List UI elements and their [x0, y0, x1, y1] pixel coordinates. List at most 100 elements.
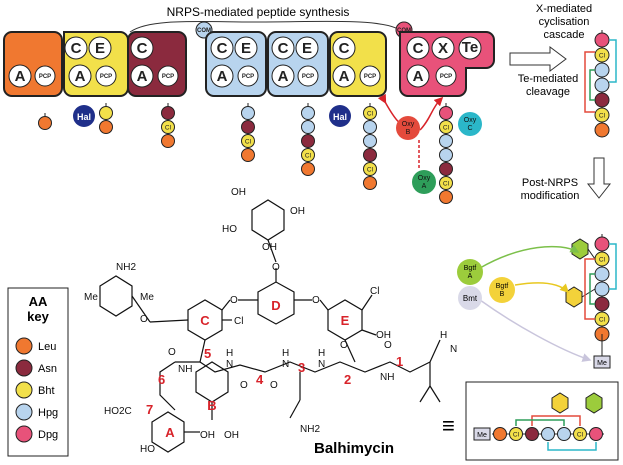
- residue-number-1: 1: [396, 354, 403, 369]
- svg-text:Cl: Cl: [305, 152, 312, 159]
- atom-label: NH2: [116, 262, 136, 273]
- aa-key-item: Leu: [15, 337, 56, 355]
- domain-e-label: E: [241, 40, 251, 57]
- equivalence-symbol: ≡: [442, 413, 455, 438]
- pcp-label: PCP: [242, 74, 254, 80]
- pcp-label: PCP: [364, 74, 376, 80]
- residue-bead: Cl: [161, 120, 175, 134]
- aa-key-item: Bht: [15, 381, 55, 399]
- residue-bead: [594, 266, 610, 282]
- atom-label: H: [440, 330, 447, 341]
- domain-a-label: A: [278, 68, 289, 85]
- svg-text:Cl: Cl: [577, 431, 584, 438]
- residue-number-2: 2: [344, 372, 351, 387]
- pcp-label: PCP: [440, 74, 452, 80]
- domain-e-label: E: [302, 40, 312, 57]
- aa-key-item: Dpg: [15, 425, 58, 443]
- schematic-bead: [589, 427, 603, 441]
- svg-text:Cl: Cl: [165, 124, 172, 131]
- residue-number-3: 3: [298, 360, 305, 375]
- residue-bead: [594, 236, 610, 252]
- atom-label: H: [282, 348, 289, 359]
- domain-c-label: C: [71, 40, 82, 57]
- residue-bead: [301, 120, 315, 134]
- residue-bead: [594, 32, 610, 48]
- residue-bead: [301, 134, 315, 148]
- residue-bead: [363, 120, 377, 134]
- atom-label: Cl: [234, 316, 243, 327]
- domain-c-label: C: [278, 40, 289, 57]
- svg-text:Cl: Cl: [599, 112, 606, 119]
- atom-label: NH: [178, 364, 192, 375]
- module-3: C A PCP: [127, 31, 187, 97]
- atom-label: H: [318, 348, 325, 359]
- residue-bead: [161, 106, 175, 120]
- residue-bead: [99, 106, 113, 120]
- residue-bead: [439, 162, 453, 176]
- structure-labels: OH HO OH OH O O O Cl Cl OH NH2 Me Me O N…: [84, 187, 457, 455]
- atom-label: OH: [224, 430, 239, 441]
- schematic-bead: Cl: [573, 427, 587, 441]
- residue-number-4: 4: [256, 372, 264, 387]
- pcp-label: PCP: [302, 74, 314, 80]
- svg-text:Cl: Cl: [367, 110, 374, 117]
- residue-bead: Cl: [363, 106, 377, 120]
- domain-a-label: A: [217, 68, 228, 85]
- svg-text:Me: Me: [597, 360, 607, 367]
- module-5: C E A PCP: [267, 31, 329, 97]
- atom-label: HO: [140, 444, 155, 455]
- residue-bead: Cl: [439, 176, 453, 190]
- residue-bead: [38, 116, 52, 130]
- atom-label: HO2C: [104, 406, 132, 417]
- bmt-label: Bmt: [463, 294, 478, 303]
- pcp-label: PCP: [162, 74, 174, 80]
- atom-label: N: [282, 359, 289, 370]
- residue-bead: [594, 77, 610, 93]
- schematic-bead: [525, 427, 539, 441]
- bgtf-b-badge: [489, 277, 515, 303]
- residue-bead: Cl: [594, 311, 610, 327]
- oxy-b-badge: [396, 116, 420, 140]
- domain-c-label: C: [137, 40, 148, 57]
- pcp-label: PCP: [39, 74, 51, 80]
- residue-bead: Cl: [594, 251, 610, 267]
- residue-bead: [594, 62, 610, 78]
- hal-label: Hal: [77, 112, 91, 122]
- atom-label: NH2: [300, 424, 320, 435]
- com-label: COM: [197, 28, 211, 34]
- atom-label: O: [272, 262, 280, 273]
- domain-te-label: Te: [462, 39, 478, 56]
- ring-label-d: D: [271, 298, 280, 313]
- atom-label: Me: [140, 292, 154, 303]
- atom-label: OH: [290, 206, 305, 217]
- svg-text:Me: Me: [477, 432, 487, 439]
- post-nrps-arrow: [586, 157, 612, 199]
- residue-bead: [363, 176, 377, 190]
- atom-label: O: [340, 340, 348, 351]
- residue-bead: [99, 120, 113, 134]
- residue-bead: [301, 106, 315, 120]
- residue-bead: [439, 148, 453, 162]
- schematic-bead: [541, 427, 555, 441]
- atom-label: O: [312, 295, 320, 306]
- residue-bead: [594, 281, 610, 297]
- cyclisation-arrow: [509, 46, 567, 72]
- oxy-a-badge: [412, 170, 436, 194]
- domain-c-label: C: [339, 40, 350, 57]
- svg-text:Cl: Cl: [443, 180, 450, 187]
- residue-number-6: 6: [158, 372, 165, 387]
- residue-bead: [439, 134, 453, 148]
- domain-a-label: A: [75, 68, 86, 85]
- svg-text:Asn: Asn: [38, 363, 57, 375]
- bgtf-a-badge: [457, 259, 483, 285]
- domain-a-label: A: [339, 68, 350, 85]
